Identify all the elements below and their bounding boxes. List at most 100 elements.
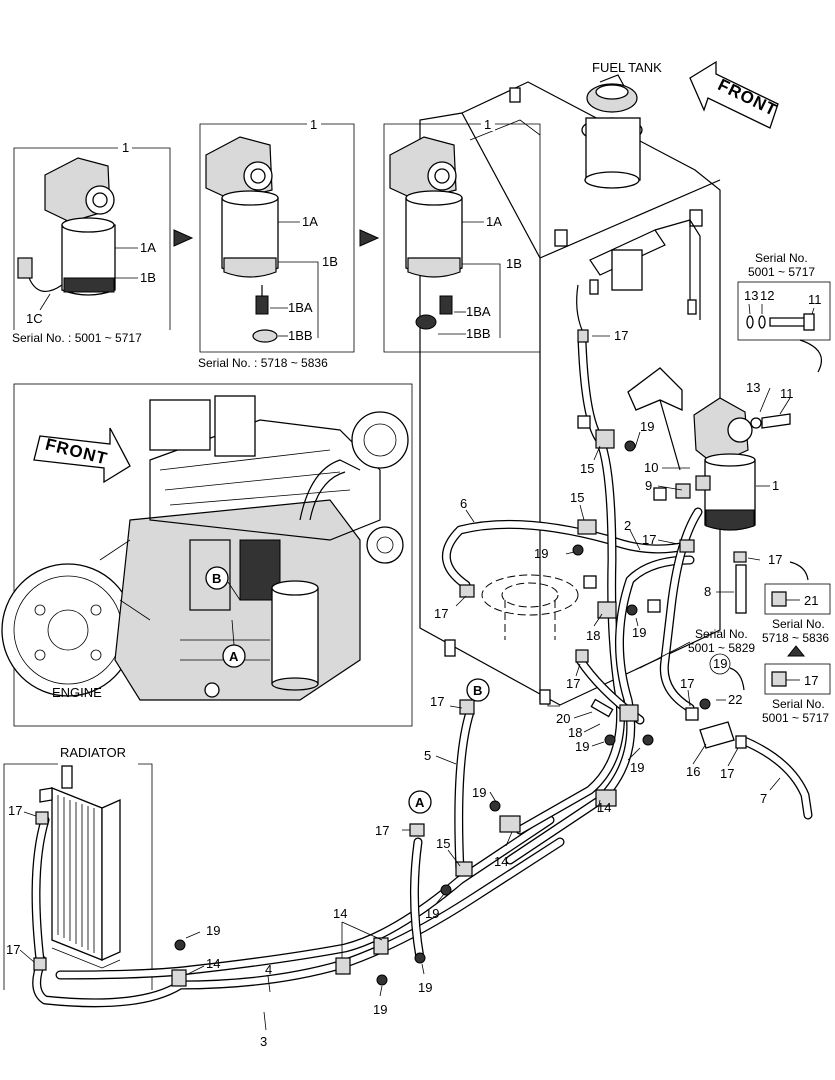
- callout-19-b: 19: [534, 546, 548, 561]
- callout-17-a: 17: [614, 328, 628, 343]
- panel3-part-1ba: 1BA: [466, 304, 491, 319]
- bolt-part-13: 13: [744, 288, 758, 303]
- bolt-part-12: 12: [760, 288, 774, 303]
- callout-14-b: 14: [494, 854, 508, 869]
- panel2-part-1b: 1B: [322, 254, 338, 269]
- callout-17-c: 17: [768, 552, 782, 567]
- callout-17-h: 17: [720, 766, 734, 781]
- callout-14-d: 14: [333, 906, 347, 921]
- fuel-tank-label: FUEL TANK: [592, 60, 662, 75]
- panel1-part-1c: 1C: [26, 311, 43, 326]
- callout-3: 3: [260, 1034, 267, 1049]
- callout-17-f: 17: [680, 676, 694, 691]
- radiator-label: RADIATOR: [60, 745, 126, 760]
- callout-18-a: 18: [586, 628, 600, 643]
- callout-13: 13: [746, 380, 760, 395]
- bolt-serial-line2: 5001 ~ 5717: [748, 265, 815, 279]
- clip17-serial-line1: Serial No.: [772, 697, 825, 711]
- callout-6: 6: [460, 496, 467, 511]
- callout-19-j: 19: [418, 980, 432, 995]
- fuel-tank: [419, 74, 721, 707]
- tank-filler: [581, 74, 643, 189]
- callout-18-b: 18: [568, 725, 582, 740]
- panel3-part-1bb: 1BB: [466, 326, 491, 341]
- connection-callouts: B A: [408, 678, 490, 814]
- panel1-part-1b: 1B: [140, 270, 156, 285]
- bolt-serial-line1: Serial No.: [755, 251, 808, 265]
- clip21-serial-line2: 5718 ~ 5836: [762, 631, 829, 645]
- detail-box-17: 17 Serial No. 5001 ~ 5717: [762, 663, 831, 725]
- hose-callout-a: A: [415, 795, 425, 810]
- hose-callout-b: B: [473, 683, 482, 698]
- callout-19-i: 19: [373, 1002, 387, 1017]
- filter-panel-3: 1 1A 1B 1BA 1BB: [383, 117, 541, 353]
- clip17-part: 17: [804, 673, 818, 688]
- clamps: [33, 329, 747, 987]
- arrow-right-1: [173, 229, 194, 247]
- callout-8: 8: [704, 584, 711, 599]
- callout-14-c: 14: [206, 956, 220, 971]
- panel1-serial: Serial No. : 5001 ~ 5717: [12, 331, 142, 345]
- callout-17-k: 17: [6, 942, 20, 957]
- engine-callout-b: B: [212, 571, 221, 586]
- filter-panel-1: 1 1 1A 1B 1C Serial No. : 5001 ~ 5717: [12, 140, 171, 345]
- callout-22: 22: [728, 692, 742, 707]
- callout-19-c: 19: [632, 625, 646, 640]
- callout-19-h: 19: [206, 923, 220, 938]
- front-arrow-engine: FRONT: [33, 427, 131, 484]
- callout-17-g: 17: [430, 694, 444, 709]
- arrow-right-2: [359, 229, 380, 247]
- callout-17-d: 17: [434, 606, 448, 621]
- callout-9: 9: [645, 478, 652, 493]
- callout-19-a: 19: [640, 419, 654, 434]
- svg-text:1: 1: [122, 140, 129, 155]
- engine-box: B A ENGINE: [1, 383, 413, 727]
- note5829-line1: Serial No.: [695, 627, 748, 641]
- engine-label: ENGINE: [52, 685, 102, 700]
- callout-20: 20: [556, 711, 570, 726]
- detail-box-bolts: Serial No. 5001 ~ 5717 13 12 11: [737, 251, 831, 373]
- callout-19-d: 19: [575, 739, 589, 754]
- fuel-hoses: [31, 284, 813, 1008]
- clip21-part: 21: [804, 593, 818, 608]
- callout-17-b: 17: [642, 532, 656, 547]
- panel2-number: 1: [310, 117, 317, 132]
- callout-15-a: 15: [580, 461, 594, 476]
- panel3-part-1b: 1B: [506, 256, 522, 271]
- callout-19-f: 19: [472, 785, 486, 800]
- callout-1: 1: [772, 478, 779, 493]
- callout-17-i: 17: [375, 823, 389, 838]
- callout-17-j: 17: [8, 803, 22, 818]
- callout-19-e: 19: [630, 760, 644, 775]
- panel3-number: 1: [484, 117, 491, 132]
- callout-19-g: 19: [425, 906, 439, 921]
- detail-box-21: 21 Serial No. 5718 ~ 5836: [762, 561, 831, 657]
- serial-5829-note: Serial No. 5001 ~ 5829 19: [639, 627, 755, 691]
- pipe-8: [735, 564, 747, 614]
- callout-15-b: 15: [570, 490, 584, 505]
- callout-2: 2: [624, 518, 631, 533]
- engine-callout-a: A: [229, 649, 239, 664]
- callout-5: 5: [424, 748, 431, 763]
- note5829-line2: 5001 ~ 5829: [688, 641, 755, 655]
- note5829-part: 19: [713, 656, 727, 671]
- main-fuel-filter: [627, 367, 791, 531]
- panel2-part-1ba: 1BA: [288, 300, 313, 315]
- callout-11: 11: [780, 386, 794, 401]
- callout-14-a: 14: [597, 800, 611, 815]
- panel2-part-1a: 1A: [302, 214, 318, 229]
- clip17-serial-line2: 5001 ~ 5717: [762, 711, 829, 725]
- panel1-part-1a: 1A: [140, 240, 156, 255]
- callout-4: 4: [265, 962, 272, 977]
- panel2-serial: Serial No. : 5718 ~ 5836: [198, 356, 328, 370]
- radiator-box: RADIATOR: [3, 745, 153, 990]
- panel2-part-1bb: 1BB: [288, 328, 313, 343]
- callout-10: 10: [644, 460, 658, 475]
- callout-7: 7: [760, 791, 767, 806]
- callout-17-e: 17: [566, 676, 580, 691]
- callout-16: 16: [686, 764, 700, 779]
- front-arrow-top: FRONT: [689, 60, 780, 129]
- clip21-serial-line1: Serial No.: [772, 617, 825, 631]
- bolt-part-11: 11: [808, 292, 822, 307]
